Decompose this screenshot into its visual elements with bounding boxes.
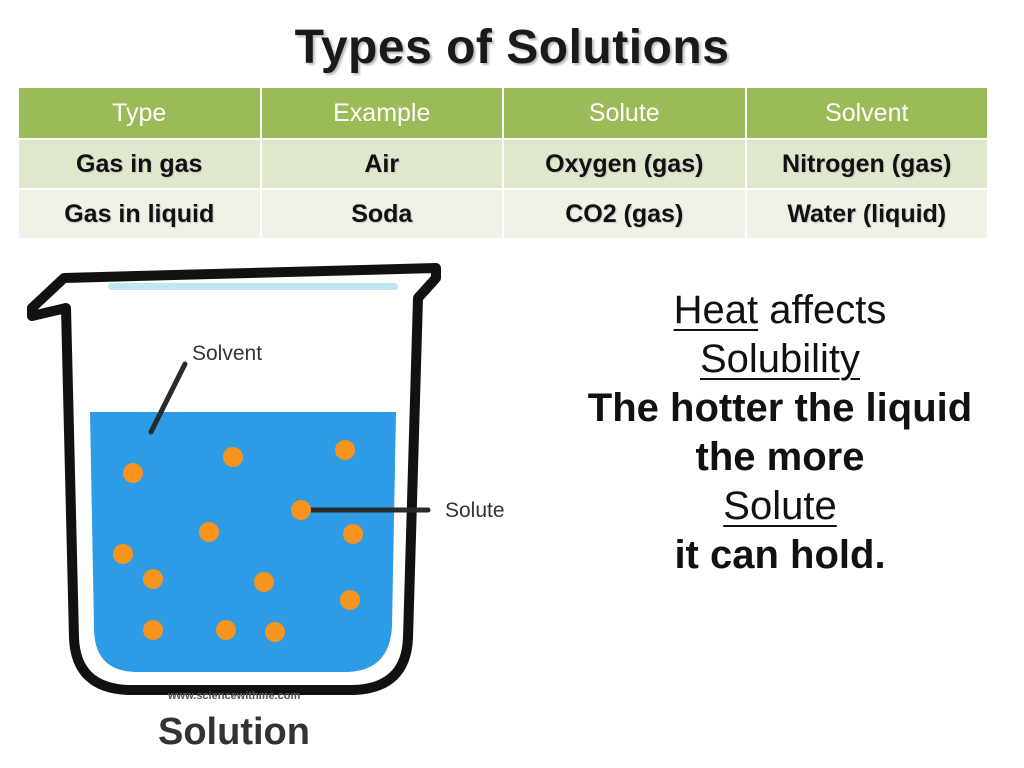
cell-example: Soda — [259, 188, 504, 240]
solute-particle — [123, 463, 143, 483]
heat-solubility-text: Heat affects Solubility The hotter the l… — [550, 286, 1010, 580]
solute-particle — [340, 590, 360, 610]
solute-particle — [199, 522, 219, 542]
beaker-rim-highlight — [108, 283, 398, 290]
solute-particle — [143, 620, 163, 640]
solute-particle — [335, 440, 355, 460]
table-row: Gas in liquid Soda CO2 (gas) Water (liqu… — [17, 188, 989, 240]
heat-line-6: it can hold. — [674, 533, 886, 577]
cell-type: Gas in liquid — [17, 188, 262, 240]
affects-word: affects — [758, 288, 887, 332]
solute-particle — [265, 622, 285, 642]
header-type: Type — [17, 86, 262, 140]
beaker-diagram: Solvent Solute — [27, 263, 505, 695]
solute-word: Solute — [723, 484, 837, 528]
cell-solvent: Water (liquid) — [744, 188, 989, 240]
solvent-pointer-line — [148, 361, 188, 435]
solute-particle — [343, 524, 363, 544]
header-solvent: Solvent — [744, 86, 989, 140]
heat-line-5: Solute — [550, 482, 1010, 531]
watermark-text: www.sciencewithme.com — [168, 690, 301, 702]
heat-line-2: Solubility — [550, 335, 1010, 384]
solution-caption: Solution — [158, 711, 310, 753]
solute-particle — [143, 569, 163, 589]
table-row: Gas in gas Air Oxygen (gas) Nitrogen (ga… — [17, 138, 989, 190]
cell-solvent: Nitrogen (gas) — [744, 138, 989, 190]
header-solute: Solute — [502, 86, 747, 140]
cell-solute: Oxygen (gas) — [502, 138, 747, 190]
heat-word: Heat — [673, 288, 759, 332]
solute-particle — [113, 544, 133, 564]
solvent-label: Solvent — [192, 342, 262, 365]
heat-line-1: Heat affects — [550, 286, 1010, 335]
cell-example: Air — [259, 138, 504, 190]
solute-particle — [216, 620, 236, 640]
solute-particle — [291, 500, 311, 520]
slide-title: Types of Solutions — [294, 21, 730, 74]
cell-solute: CO2 (gas) — [502, 188, 747, 240]
solute-particle — [223, 447, 243, 467]
solubility-word: Solubility — [699, 337, 861, 381]
solute-particles — [113, 440, 363, 642]
heat-line-4: the more — [695, 435, 865, 479]
solutions-table: Type Example Solute Solvent Gas in gas A… — [17, 86, 989, 240]
solute-label: Solute — [445, 499, 505, 522]
heat-line-3: The hotter the liquid — [587, 386, 973, 430]
cell-type: Gas in gas — [17, 138, 262, 190]
table-header-row: Type Example Solute Solvent — [17, 86, 989, 140]
header-example: Example — [259, 86, 504, 140]
liquid — [90, 412, 396, 672]
solute-particle — [254, 572, 274, 592]
